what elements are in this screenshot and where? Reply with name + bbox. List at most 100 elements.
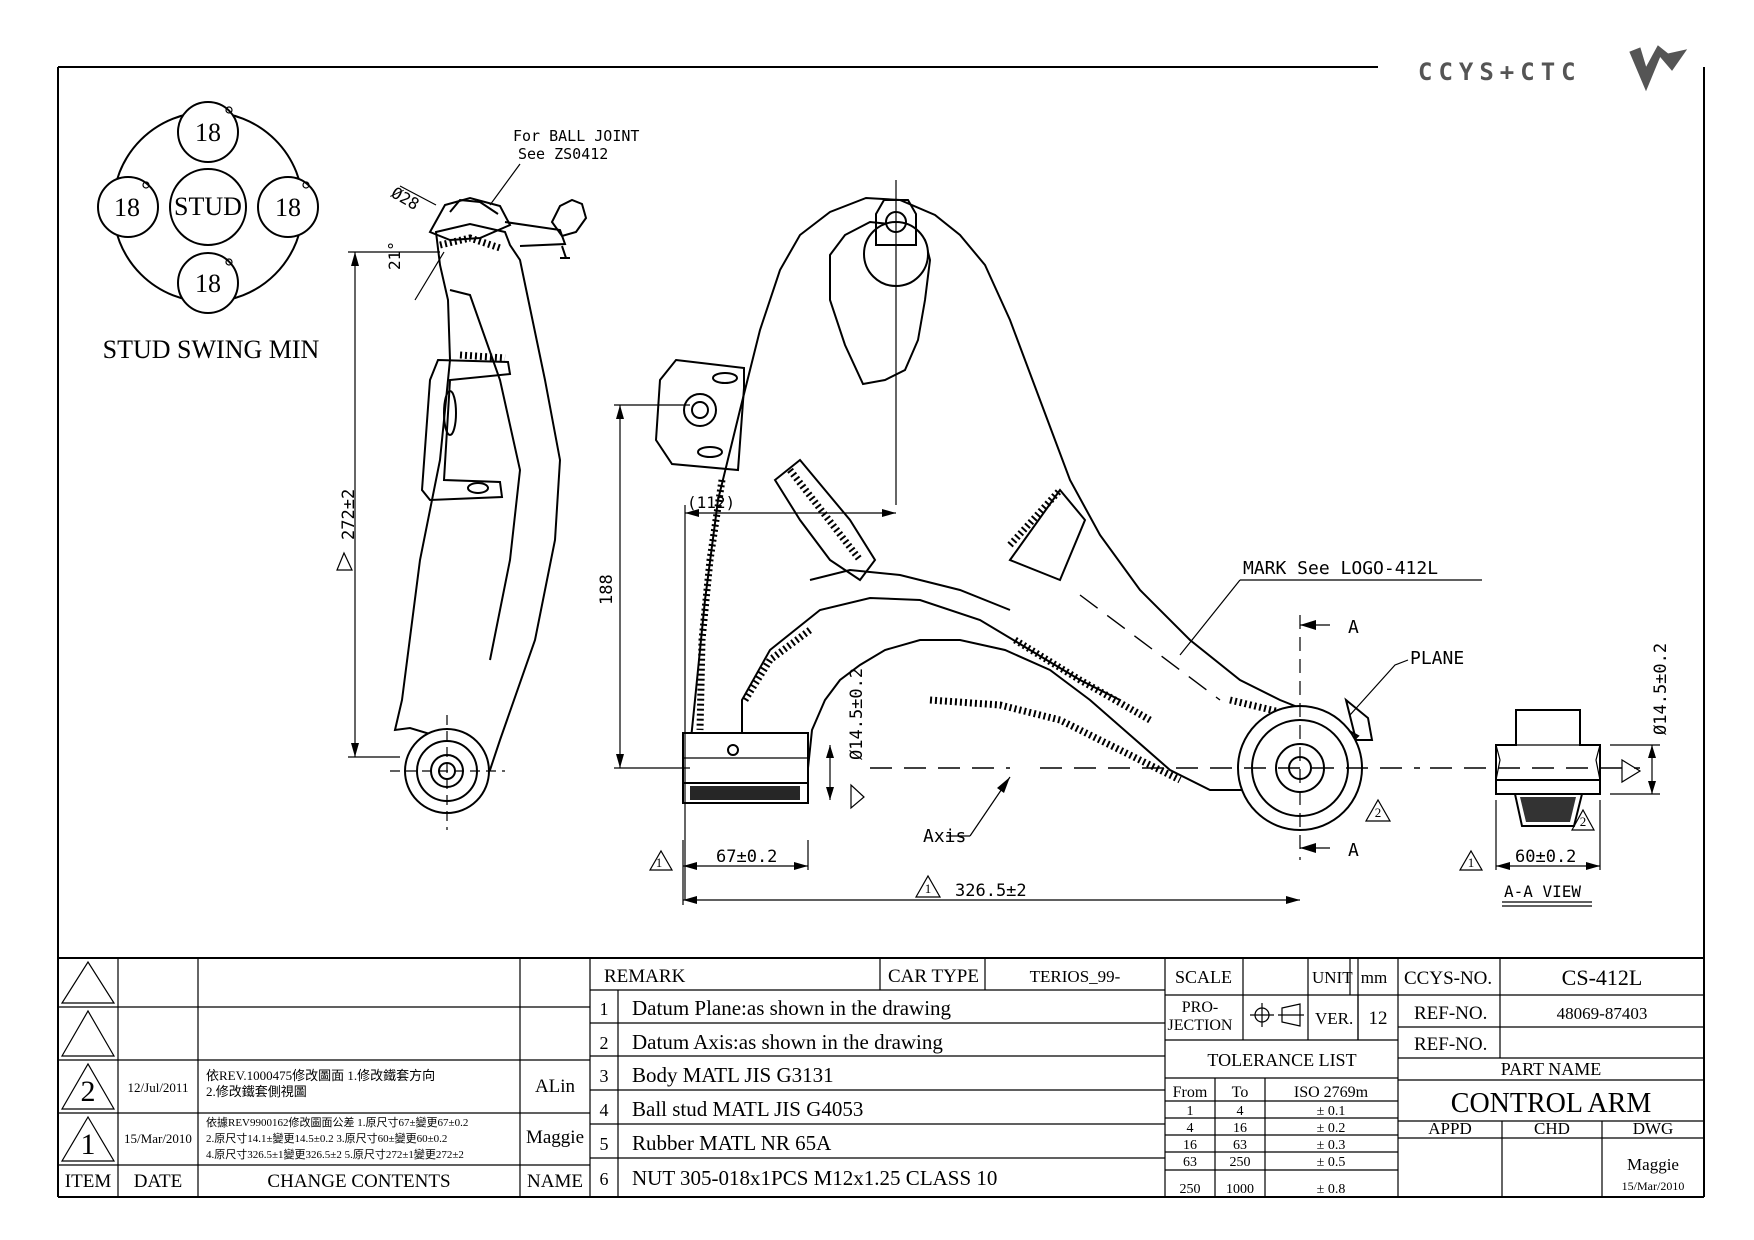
dim-60: 60±0.2 bbox=[1515, 847, 1576, 867]
remark-text-3: Body MATL JIS G3131 bbox=[632, 1063, 834, 1087]
dim-188: 188 bbox=[597, 574, 617, 605]
control-arm-plan-view bbox=[654, 180, 1420, 860]
callout-axis: Axis bbox=[923, 826, 966, 847]
tol-r3-from: 16 bbox=[1183, 1138, 1197, 1153]
projection-label-1: PRO- bbox=[1182, 999, 1218, 1016]
remark-text-4: Ball stud MATL JIS G4053 bbox=[632, 1097, 863, 1121]
dim-d14-5b-lines bbox=[1610, 744, 1660, 795]
dim-67: 67±0.2 bbox=[716, 847, 777, 867]
rev-change-2b: 2.修改鐵套側視圖 bbox=[206, 1084, 307, 1099]
remark-text-6: NUT 305-018x1PCS M12x1.25 CLASS 10 bbox=[632, 1166, 997, 1190]
tol-hdr-iso: ISO 2769m bbox=[1294, 1084, 1369, 1101]
car-type: TERIOS_99- bbox=[1030, 967, 1121, 986]
remark-label: REMARK bbox=[604, 966, 686, 987]
section-aa-view bbox=[1430, 709, 1640, 827]
remark-text-1: Datum Plane:as shown in the drawing bbox=[632, 996, 952, 1020]
dim-d14-5: Ø14.5±0.2 bbox=[847, 668, 867, 760]
ref-no-label: REF-NO. bbox=[1414, 1003, 1487, 1024]
dim-326: 326.5±2 bbox=[955, 881, 1027, 901]
section-a-markers bbox=[1300, 620, 1330, 853]
rev-name-2: ALin bbox=[535, 1076, 576, 1097]
remark-no-6: 6 bbox=[600, 1169, 609, 1189]
tol-r1-from: 1 bbox=[1187, 1104, 1194, 1119]
rev-change-1c: 4.原尺寸326.5±1變更326.5±2 5.原尺寸272±1變更272±2 bbox=[206, 1147, 464, 1161]
rev-name-1: Maggie bbox=[526, 1127, 584, 1148]
appd-label: APPD bbox=[1428, 1119, 1471, 1138]
unit-label: UNIT bbox=[1312, 968, 1353, 987]
dim-d28: Ø28 bbox=[388, 183, 423, 214]
rev-date-2: 12/Jul/2011 bbox=[128, 1080, 189, 1095]
tolerance-title: TOLERANCE LIST bbox=[1207, 1050, 1356, 1070]
dim-d14-5-lines bbox=[826, 745, 865, 810]
dwg-label: DWG bbox=[1633, 1119, 1674, 1138]
hdr-change: CHANGE CONTENTS bbox=[267, 1171, 450, 1192]
tol-r2-to: 16 bbox=[1233, 1121, 1247, 1136]
dwg-date: 15/Mar/2010 bbox=[1622, 1179, 1685, 1193]
swing-center: STUD bbox=[174, 192, 242, 221]
callout-ball-joint-1: For BALL JOINT bbox=[513, 127, 639, 145]
remark-no-4: 4 bbox=[600, 1100, 609, 1120]
dim-112: (112) bbox=[687, 493, 735, 512]
tol-r1-iso: ± 0.1 bbox=[1317, 1104, 1346, 1119]
tol-r2-from: 4 bbox=[1187, 1121, 1194, 1136]
tol-r3-to: 63 bbox=[1233, 1138, 1247, 1153]
tol-hdr-from: From bbox=[1173, 1084, 1208, 1101]
svg-text:CCYS+CTC: CCYS+CTC bbox=[1418, 58, 1582, 86]
tri-label-2a: 2 bbox=[1375, 805, 1382, 820]
side-view bbox=[390, 185, 588, 830]
remark-no-2: 2 bbox=[600, 1033, 609, 1053]
tol-r1-to: 4 bbox=[1237, 1104, 1244, 1119]
dim-326-lines bbox=[683, 874, 1300, 904]
callout-ball-joint-2: See ZS0412 bbox=[518, 145, 608, 163]
swing-left: 18 bbox=[114, 193, 140, 222]
swing-bottom: 18 bbox=[195, 269, 221, 298]
hdr-item: ITEM bbox=[65, 1171, 112, 1192]
swing-top: 18 bbox=[195, 118, 221, 147]
tol-r5-from: 250 bbox=[1180, 1182, 1201, 1197]
dim-112-188-lines bbox=[614, 404, 896, 900]
tri-label-1a: 1 bbox=[656, 855, 663, 870]
ver-value: 12 bbox=[1369, 1008, 1388, 1029]
rev-date-1: 15/Mar/2010 bbox=[124, 1131, 192, 1146]
aa-view-label: A-A VIEW bbox=[1504, 882, 1581, 901]
section-a-top: A bbox=[1348, 617, 1359, 638]
title-block-grid bbox=[58, 957, 1704, 1197]
tol-r4-iso: ± 0.5 bbox=[1317, 1155, 1346, 1170]
dim-height: 272±2 bbox=[339, 489, 359, 540]
car-type-label: CAR TYPE bbox=[888, 966, 979, 987]
hdr-date: DATE bbox=[134, 1171, 183, 1192]
tol-hdr-to: To bbox=[1232, 1084, 1249, 1101]
tol-r5-to: 1000 bbox=[1226, 1182, 1254, 1197]
dim-d14-5b: Ø14.5±0.2 bbox=[1651, 643, 1671, 735]
remark-no-5: 5 bbox=[600, 1134, 609, 1154]
unit-value: mm bbox=[1361, 968, 1387, 987]
tol-r5-iso: ± 0.8 bbox=[1317, 1182, 1346, 1197]
stud-swing-diagram: 18 18 18 18 STUD STUD SWING MIN bbox=[97, 101, 320, 364]
company-logo: CCYS+CTC bbox=[1418, 45, 1688, 92]
tol-r2-iso: ± 0.2 bbox=[1317, 1121, 1346, 1136]
scale-label: SCALE bbox=[1175, 967, 1232, 987]
ref-no2-label: REF-NO. bbox=[1414, 1034, 1487, 1055]
rev-item-2: 2 bbox=[81, 1075, 96, 1108]
ccys-no: CS-412L bbox=[1562, 965, 1643, 990]
tri-label-1b: 1 bbox=[925, 881, 932, 896]
part-name-label: PART NAME bbox=[1501, 1059, 1601, 1079]
tol-r4-to: 250 bbox=[1230, 1155, 1251, 1170]
ccys-no-label: CCYS-NO. bbox=[1404, 968, 1492, 989]
tri-label-1c: 1 bbox=[1468, 855, 1475, 870]
callout-plane: PLANE bbox=[1410, 648, 1464, 669]
tol-r4-from: 63 bbox=[1183, 1155, 1197, 1170]
projection-label-2: JECTION bbox=[1168, 1017, 1233, 1034]
remark-text-5: Rubber MATL NR 65A bbox=[632, 1131, 832, 1155]
ref-no: 48069-87403 bbox=[1557, 1004, 1648, 1023]
swing-caption: STUD SWING MIN bbox=[103, 335, 320, 364]
remark-no-3: 3 bbox=[600, 1066, 609, 1086]
section-a-bottom: A bbox=[1348, 840, 1359, 861]
hdr-name: NAME bbox=[527, 1171, 583, 1192]
dim-272-lines bbox=[336, 251, 440, 758]
dim-angle: 21° bbox=[385, 241, 404, 270]
rev-change-2a: 依REV.1000475修改圖面 1.修改鐵套方向 bbox=[206, 1068, 435, 1083]
tol-r3-iso: ± 0.3 bbox=[1317, 1138, 1346, 1153]
remark-text-2: Datum Axis:as shown in the drawing bbox=[632, 1030, 943, 1054]
